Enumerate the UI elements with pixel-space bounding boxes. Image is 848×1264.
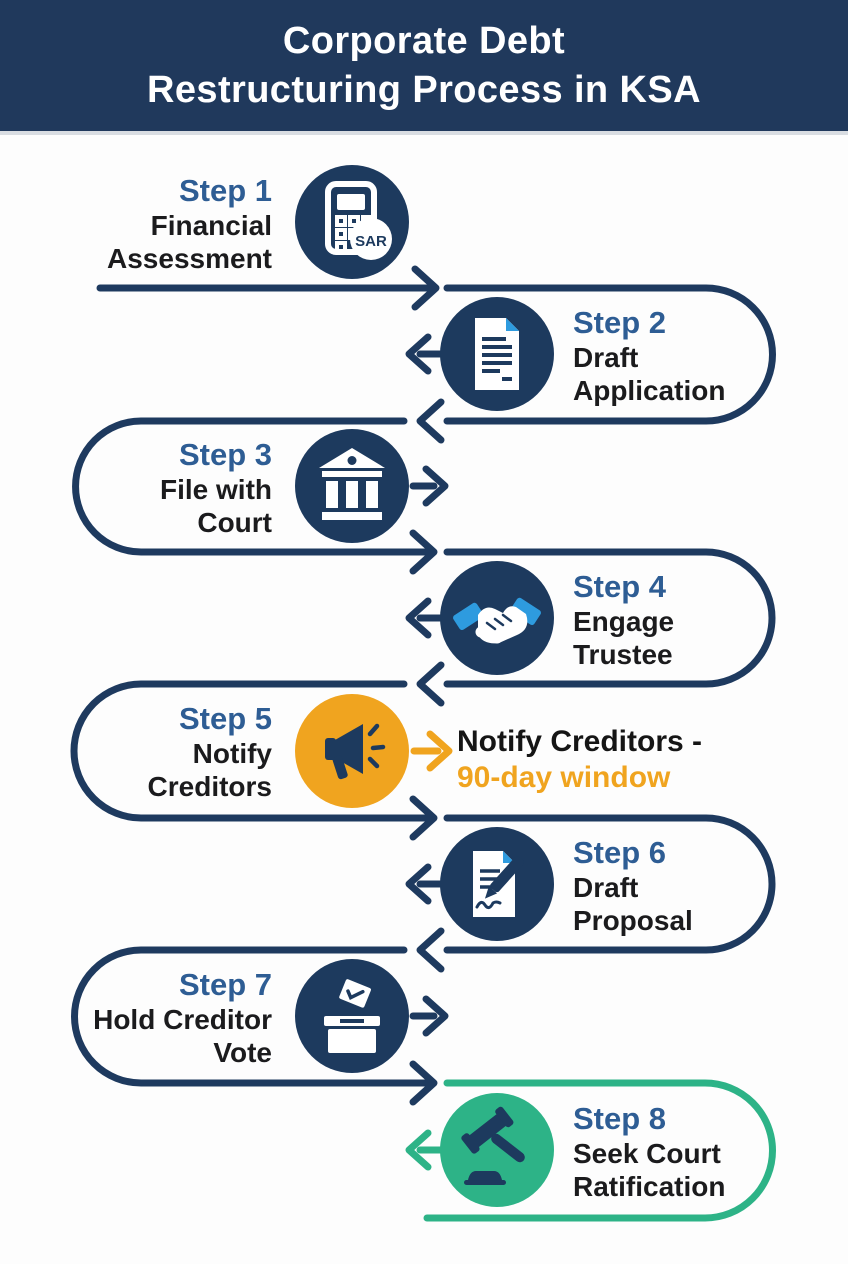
step-2-icon-circle (440, 297, 554, 411)
step-8-number: Step 8 (573, 1101, 667, 1136)
step-3-label-line1: File with (160, 474, 272, 505)
gavel-icon (461, 1106, 525, 1185)
step-5-text: Step 5 Notify Creditors (17, 700, 272, 803)
handshake-icon (453, 597, 541, 644)
step-2-number: Step 2 (573, 305, 667, 340)
header-banner: Corporate Debt Restructuring Process in … (0, 0, 848, 135)
step-2-label-line2: Application (573, 375, 726, 406)
step-4-text: Step 4 Engage Trustee (573, 568, 828, 671)
step-4-number: Step 4 (573, 569, 667, 604)
step-7-icon-circle (295, 959, 409, 1073)
annotation-line2: 90-day window (457, 761, 671, 794)
step-8-label-line2: Ratification (573, 1171, 726, 1202)
step-4-icon-circle (440, 561, 554, 675)
page-title-line2: Restructuring Process in KSA (147, 68, 701, 111)
flow-path-navy (70, 265, 776, 1106)
step-3-text: Step 3 File with Court (17, 436, 272, 539)
step-8-icon-circle (440, 1093, 554, 1207)
step-8-label-line1: Seek Court (573, 1138, 721, 1169)
ballot-box-icon (324, 979, 380, 1053)
document-pen-icon (473, 851, 524, 917)
step-5-icon-circle (295, 694, 409, 808)
step-1-number: Step 1 (178, 173, 272, 208)
step-4-label-line2: Trustee (573, 639, 673, 670)
step-1-label-line1: Financial (150, 210, 272, 241)
step-6-number: Step 6 (573, 835, 667, 870)
step-2-text: Step 2 Draft Application (573, 304, 828, 407)
step-1-label-line2: Assessment (107, 243, 272, 274)
step-6-icon-circle (440, 827, 554, 941)
sar-badge-label: SAR (355, 233, 387, 250)
step-4-label-line1: Engage (573, 606, 675, 637)
document-icon (475, 318, 519, 390)
calculator-sar-icon: SAR (325, 181, 392, 260)
step-8-text: Step 8 Seek Court Ratification (573, 1100, 828, 1203)
step-2-label-line1: Draft (573, 342, 639, 373)
step-7-number: Step 7 (178, 967, 272, 1002)
flow-path-orange-arrow (410, 730, 453, 772)
page-title-line1: Corporate Debt (282, 19, 566, 62)
step-6-label-line2: Proposal (573, 905, 693, 936)
step-5-label-line2: Creditors (147, 771, 272, 802)
step-1-icon-circle: SAR (295, 165, 409, 279)
step-7-label-line2: Vote (213, 1037, 272, 1068)
step-6-label-line1: Draft (573, 872, 639, 903)
step-7-text: Step 7 Hold Creditor Vote (17, 966, 272, 1069)
step-3-number: Step 3 (178, 437, 272, 472)
megaphone-icon (325, 723, 386, 780)
annotation-line1: Notify Creditors - (457, 725, 703, 758)
step-3-label-line2: Court (197, 507, 272, 538)
flow-path-green (405, 1079, 776, 1222)
step-3-icon-circle (295, 429, 409, 543)
step-5-annotation: Notify Creditors - 90-day window (457, 724, 797, 796)
step-1-text: Step 1 Financial Assessment (17, 172, 272, 275)
step-6-text: Step 6 Draft Proposal (573, 834, 828, 937)
step-5-label-line1: Notify (192, 738, 272, 769)
step-7-label-line1: Hold Creditor (93, 1004, 272, 1035)
court-building-icon (319, 448, 385, 520)
step-5-number: Step 5 (178, 701, 272, 736)
